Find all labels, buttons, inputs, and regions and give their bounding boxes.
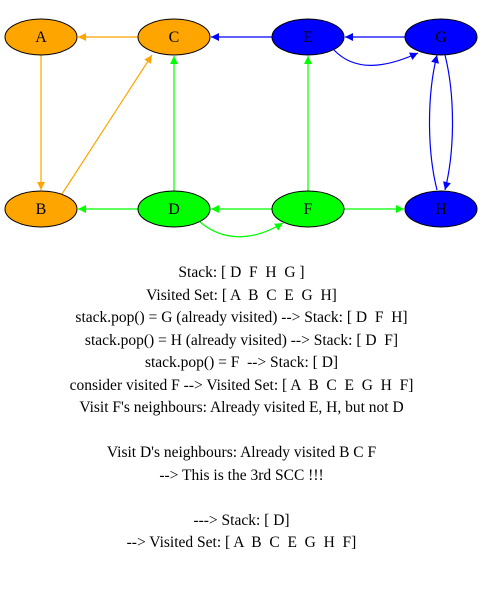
node-a: A [4,18,78,56]
node-a-label: A [35,29,47,46]
node-d: D [137,190,211,228]
node-e: E [271,18,345,56]
edge-e-to-g [333,49,419,66]
blank-line [0,487,483,510]
node-d-shape [137,190,211,228]
text-line: stack.pop() = H (already visited) --> St… [84,331,399,349]
scc-graph: A C E G B D F H [4,18,478,238]
nodes-layer: A C E G B D F H [4,18,478,228]
text-line: consider visited F --> Visited Set: [ A … [69,376,414,394]
node-c-shape [137,18,211,56]
node-b: B [4,190,78,228]
explanation-text: Stack: [ D F H G ] Visited Set: [ A B C E… [0,262,483,555]
blank-line [0,420,483,443]
node-a-shape [4,18,78,56]
text-line: Visit D's neighbours: Already visited B … [106,444,377,461]
node-b-shape [4,190,78,228]
text-line: ---> Stack: [ D] [193,511,290,529]
edge-g-to-h [443,54,454,191]
node-c: C [137,18,211,56]
edges-layer [37,33,454,238]
node-f: F [271,190,345,228]
text-line: --> Visited Set: [ A B C E G H F] [126,534,357,551]
edge-b-to-c [61,54,153,195]
text-line: Stack: [ D F H G ] [178,264,305,281]
node-h-shape [404,190,478,228]
text-line: Visit F's neighbours: Already visited E,… [79,399,404,416]
node-d-label: D [168,201,180,218]
edge-d-to-f [199,221,284,238]
node-h-label: H [435,201,447,218]
text-line: Visited Set: [ A B C E G H] [146,286,337,304]
node-e-shape [271,18,345,56]
node-e-label: E [303,29,313,46]
text-line: stack.pop() = G (already visited) --> St… [75,309,408,326]
node-h: H [404,190,478,228]
node-f-shape [271,190,345,228]
text-line: --> This is the 3rd SCC !!! [159,466,324,484]
node-g-shape [404,18,478,56]
node-g: G [404,18,478,56]
text-line: stack.pop() = F --> Stack: [ D] [144,354,339,371]
edge-h-to-g [428,54,439,191]
node-f-label: F [304,201,313,218]
node-b-label: B [36,201,47,218]
node-g-label: G [435,29,447,46]
node-c-label: C [169,29,180,46]
